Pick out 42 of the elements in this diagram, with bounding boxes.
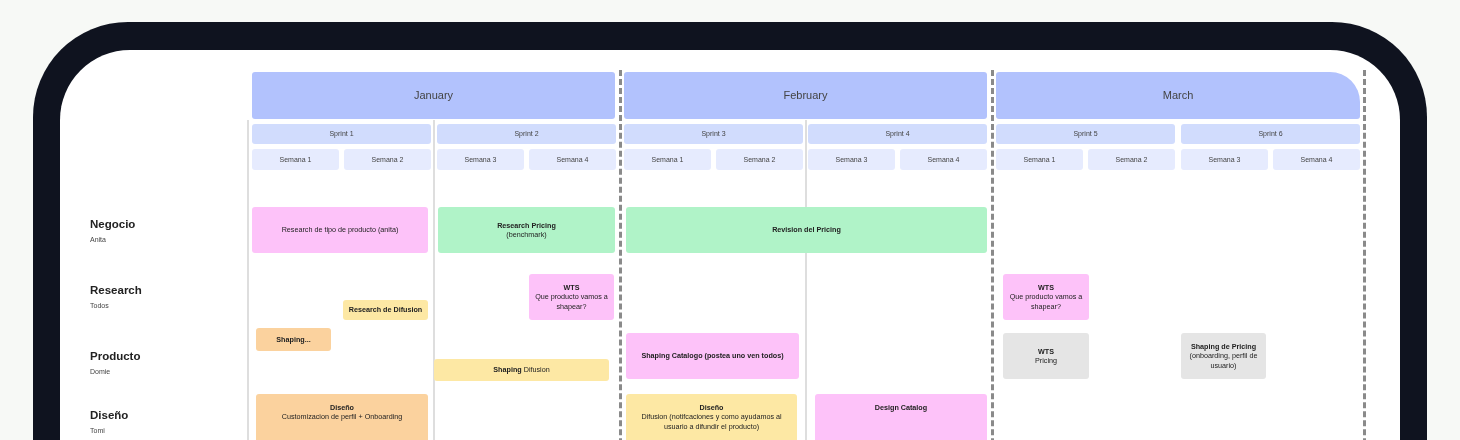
week-header [808, 149, 895, 170]
week-header [996, 149, 1083, 170]
week-header [716, 149, 803, 170]
week-header [624, 149, 711, 170]
sprint-header [437, 124, 616, 144]
task-card [434, 359, 609, 381]
month-label: January [412, 88, 455, 103]
task-card [1003, 274, 1089, 320]
task-card [256, 394, 428, 440]
task-card [1003, 333, 1089, 379]
sprint-header [1181, 124, 1360, 144]
week-header [1181, 149, 1268, 170]
task-card [1181, 333, 1266, 379]
task-card [626, 207, 987, 253]
week-header [344, 149, 431, 170]
row-heading: Diseño [90, 409, 129, 421]
sprint-header [252, 124, 431, 144]
task-card [529, 274, 614, 320]
row-heading: Research [90, 284, 142, 296]
month-label: March [1161, 88, 1195, 103]
month-header [624, 72, 987, 119]
sprint-header [624, 124, 803, 144]
sprint-header [996, 124, 1175, 144]
week-header [1088, 149, 1175, 170]
task-card [438, 207, 615, 253]
week-header [529, 149, 616, 170]
task-card [252, 207, 428, 253]
week-header [900, 149, 987, 170]
week-header [252, 149, 339, 170]
row-heading: Negocio [90, 218, 136, 230]
month-header [252, 72, 615, 119]
task-card [815, 394, 987, 440]
week-header [1273, 149, 1360, 170]
task-card [343, 300, 428, 320]
task-card [626, 394, 797, 440]
row-heading: Producto [90, 350, 141, 362]
month-header [996, 72, 1360, 119]
task-card [256, 328, 331, 351]
sprint-header [808, 124, 987, 144]
month-label: February [782, 88, 829, 103]
week-header [437, 149, 524, 170]
task-card [626, 333, 799, 379]
